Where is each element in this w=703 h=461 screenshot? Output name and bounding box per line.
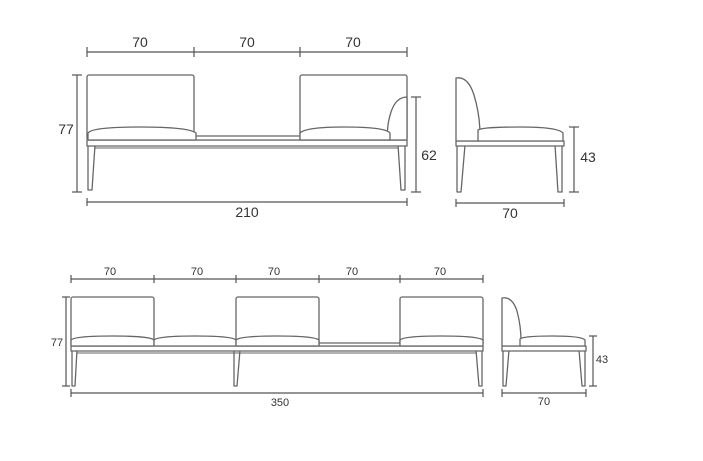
width-label-1: 70 — [132, 34, 148, 50]
side-view-top: 43 70 — [455, 77, 596, 221]
front-view-five-seat — [70, 296, 484, 387]
side-leg-front — [456, 144, 466, 193]
five-seat-top-dimensions: 70 70 70 70 70 — [70, 266, 484, 283]
five-height-label: 77 — [51, 337, 63, 349]
front-view-height-dimension: 77 — [58, 74, 82, 193]
width-label-3: 70 — [345, 34, 361, 50]
five-width-label-5: 70 — [434, 266, 446, 278]
five-width-label-3: 70 — [268, 266, 280, 278]
height-label: 77 — [58, 121, 74, 137]
five-width-label-4: 70 — [346, 266, 358, 278]
five-seat-height-dimension: 77 — [51, 296, 70, 387]
middle-table — [193, 135, 301, 141]
side-base — [455, 140, 565, 147]
bottom-side-seat-height-label: 43 — [596, 354, 608, 366]
base-frame — [86, 139, 408, 147]
front-view-arm-height-dimension: 62 — [411, 96, 437, 193]
side-backrest — [455, 77, 481, 142]
five-total-width-label: 350 — [271, 397, 289, 409]
seat-cushion-right — [299, 126, 391, 141]
leg-right — [397, 144, 406, 191]
five-width-label-2: 70 — [191, 266, 203, 278]
seat-cushion-left — [87, 126, 197, 141]
front-view-top-dimensions: 70 70 70 — [86, 34, 408, 57]
leg-left — [87, 144, 96, 191]
middle-table-5 — [318, 342, 401, 347]
side-seat-cushion — [477, 126, 564, 142]
side-seat-height-label: 43 — [580, 149, 596, 165]
five-seat-total-dimension: 350 — [70, 389, 484, 409]
side-leg-back — [554, 144, 563, 193]
width-label-2: 70 — [239, 34, 255, 50]
front-view-total-dimension: 210 — [86, 198, 408, 220]
total-width-label: 210 — [235, 204, 259, 220]
side-depth-label: 70 — [502, 205, 518, 221]
bottom-side-depth-label: 70 — [538, 396, 550, 408]
base-frame-5 — [70, 345, 484, 352]
arm-height-label: 62 — [421, 147, 437, 163]
front-view-three-seat — [86, 74, 408, 191]
five-width-label-1: 70 — [104, 266, 116, 278]
side-view-bottom: 43 70 — [501, 297, 608, 408]
